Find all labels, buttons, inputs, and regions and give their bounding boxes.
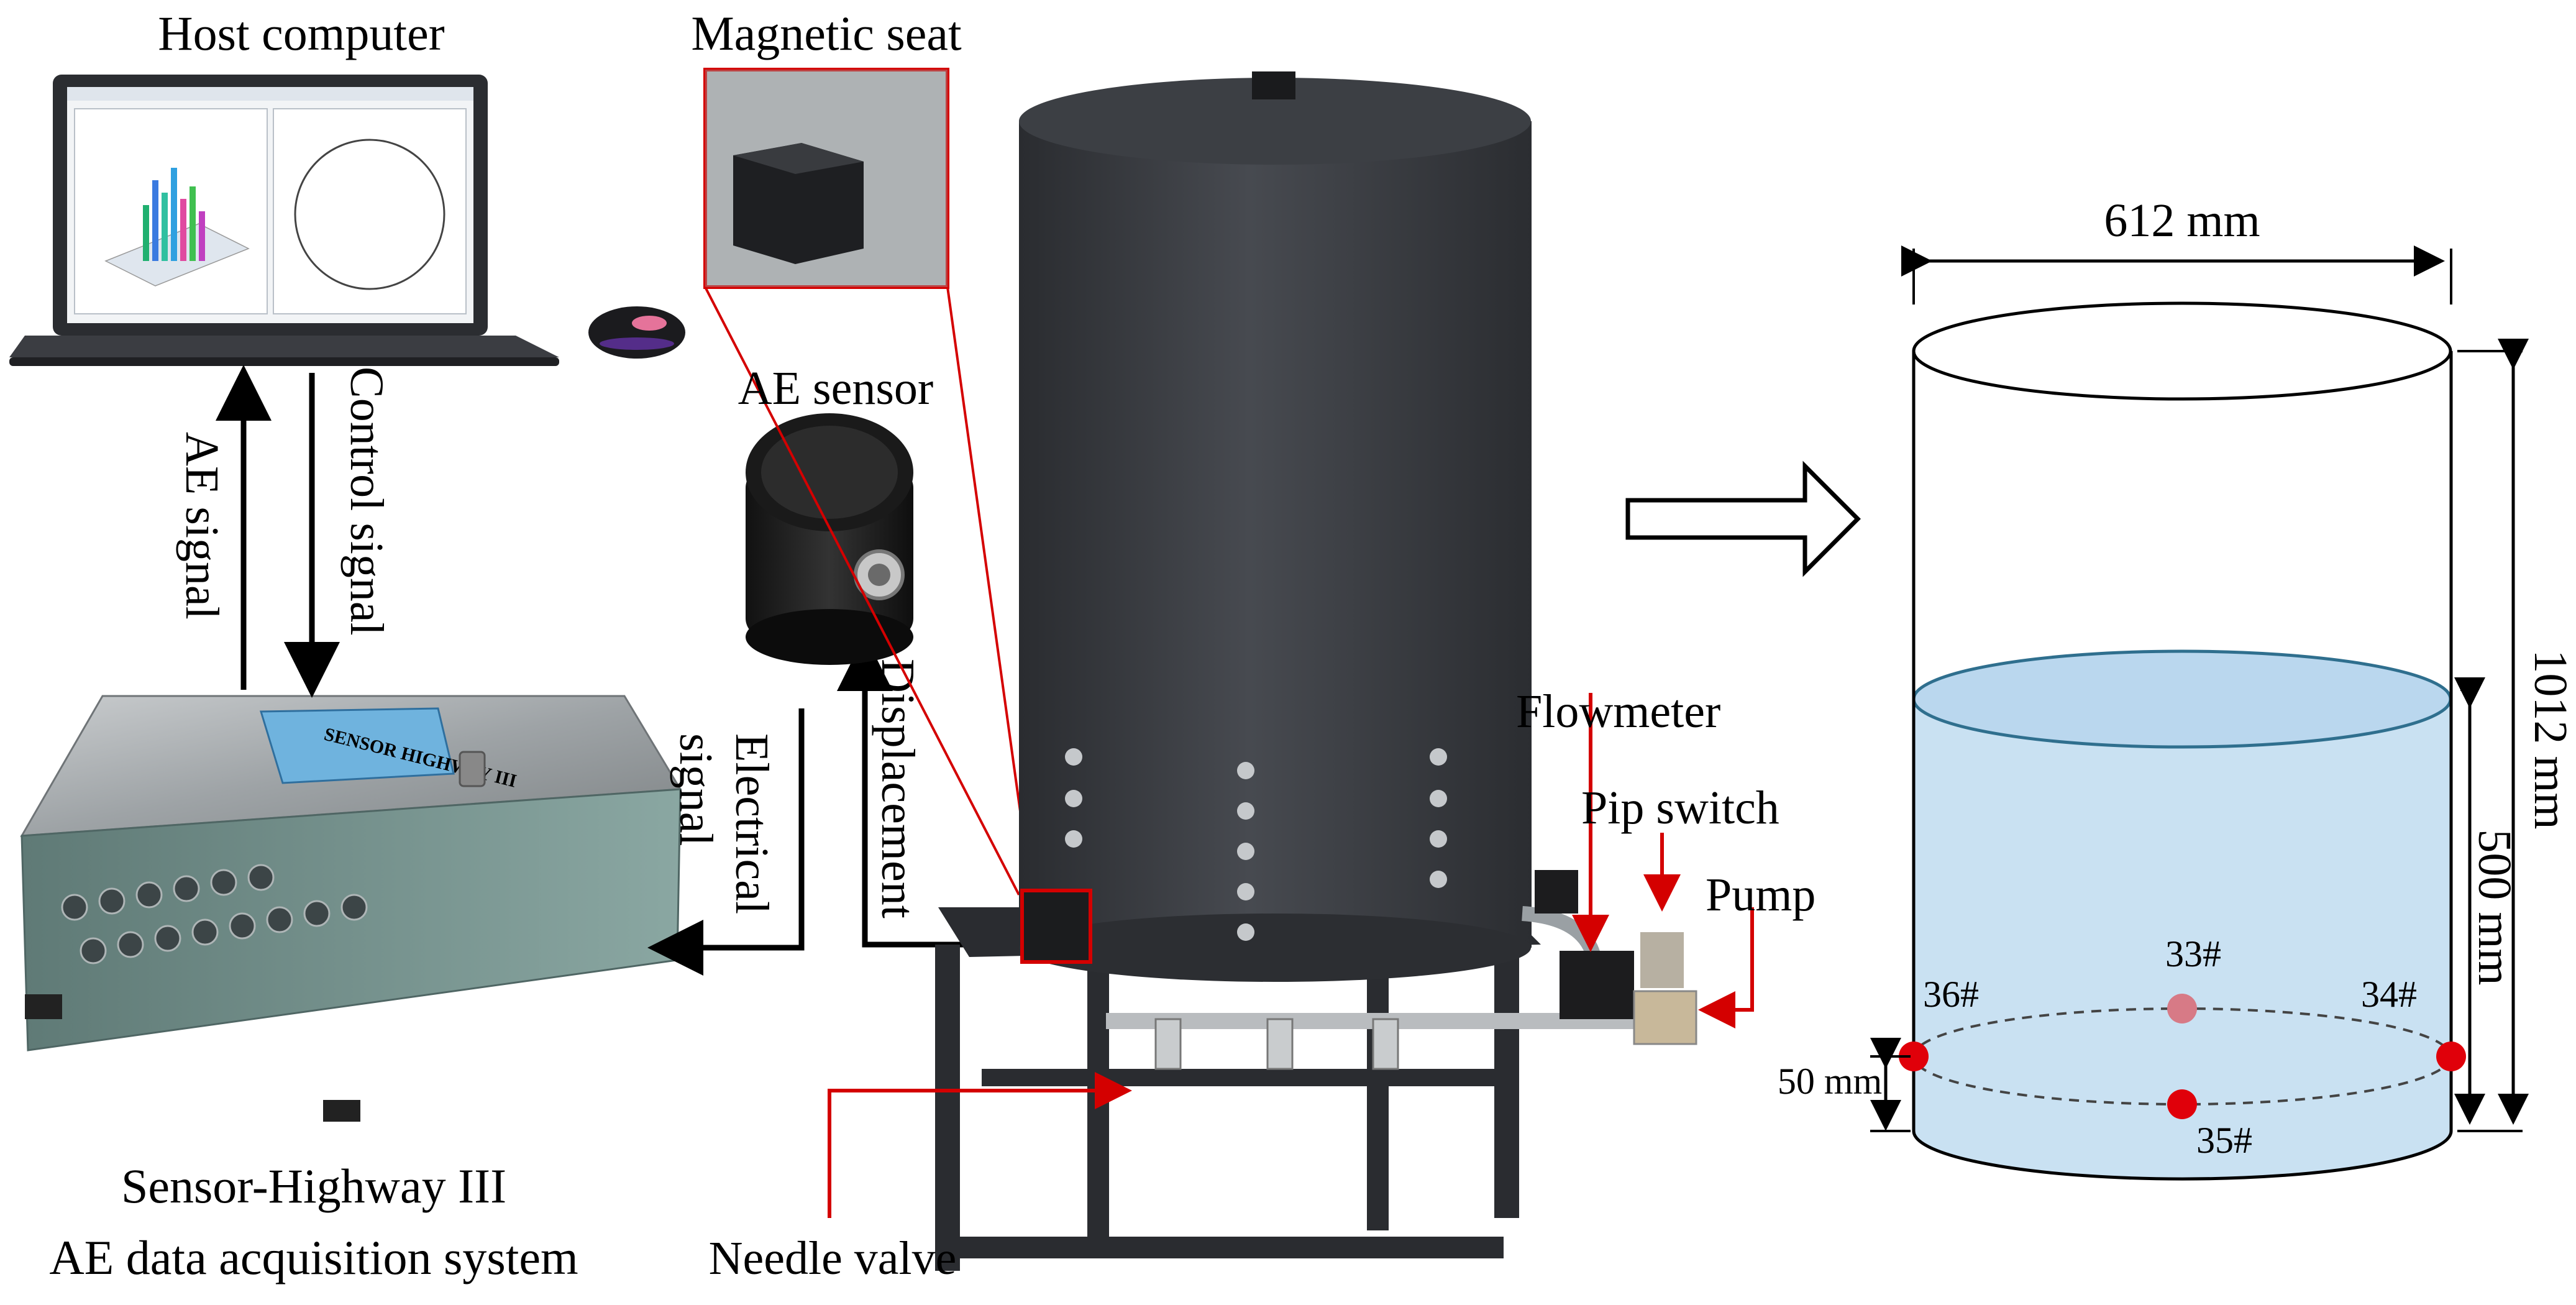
water-level-dimension [2454,677,2485,1125]
tank-apparatus-illustration [935,71,1697,1271]
diameter-label: 612 mm [2104,195,2260,247]
laptop-3d-plot [104,168,250,286]
sensor-dot-33 [2167,994,2197,1023]
sensor-36-label: 36# [1923,974,1979,1015]
sensor-33-label: 33# [2165,933,2221,974]
diameter-dimension [1901,245,2452,304]
sensor-35-label: 35# [2196,1120,2252,1161]
acquisition-system-title: Sensor-Highway III [121,1159,506,1213]
ae-sensor-illustration [746,413,913,665]
control-signal-label: Control signal [340,367,393,636]
sensor-offset-dimension [1870,1038,1911,1132]
laptop-circle-plot [294,139,445,290]
cylinder-schematic [1899,301,2466,1181]
ae-sensor-label: AE sensor [738,362,934,414]
transition-arrow [1625,460,1861,577]
laptop-illustration [9,75,559,366]
acquisition-box-illustration: SENSOR HIGHWAY III [20,695,682,1122]
sensor-dot-35 [2167,1089,2197,1119]
displacement-arrow [837,635,1010,948]
electrical-label: Electrical [726,733,778,914]
flowmeter-label: Flowmeter [1516,685,1720,738]
pip-switch-label: Pip switch [1581,782,1779,834]
pump-label: Pump [1706,869,1816,921]
magnetic-seat-inset [703,68,1033,895]
displacement-label: Displacement [872,659,924,918]
sensor-offset-label: 50 mm [1778,1061,1882,1102]
box-connectors [61,864,368,964]
ae-signal-label: AE signal [176,432,228,620]
sensor-dot-34 [2436,1042,2466,1071]
height-dimension [2457,339,2529,1132]
height-label: 1012 mm [2524,649,2576,829]
mouse-illustration [588,306,685,359]
electrical-signal-arrow [647,708,805,976]
acquisition-system-subtitle: AE data acquisition system [49,1230,578,1284]
signal-label: signal [670,733,722,846]
needle-valve-label: Needle valve [709,1232,957,1284]
magnetic-seat-label: Magnetic seat [691,6,962,60]
water-level-label: 500 mm [2469,829,2521,985]
host-computer-label: Host computer [158,6,444,60]
sensor-dot-36 [1899,1042,1929,1071]
sensor-34-label: 34# [2361,974,2417,1015]
apparatus-leaders [828,693,1754,1218]
